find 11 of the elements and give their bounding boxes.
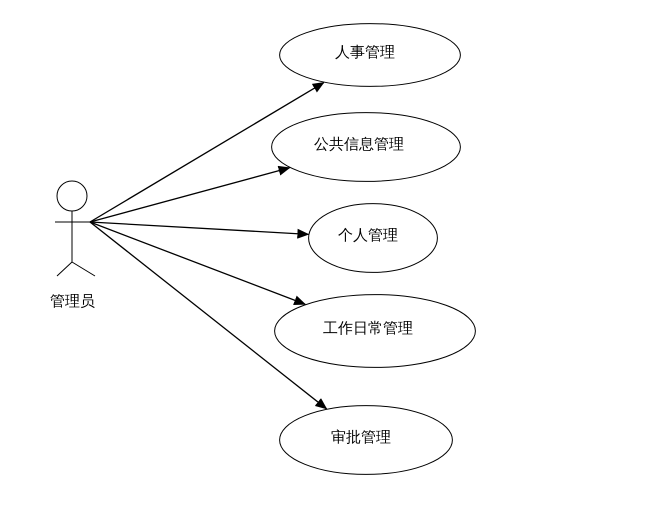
arrow	[90, 82, 325, 223]
use-case-label: 个人管理	[338, 226, 398, 246]
arrow	[90, 221, 306, 306]
arrow	[90, 166, 290, 223]
use-case-label: 工作日常管理	[322, 319, 413, 338]
arrow	[90, 221, 328, 410]
actor-label: 管理员	[50, 292, 95, 311]
arrow	[90, 221, 310, 239]
use-case-label: 审批管理	[331, 428, 392, 448]
use-case-label: 公共信息管理	[314, 135, 404, 154]
use-case-label: 人事管理	[335, 43, 396, 62]
